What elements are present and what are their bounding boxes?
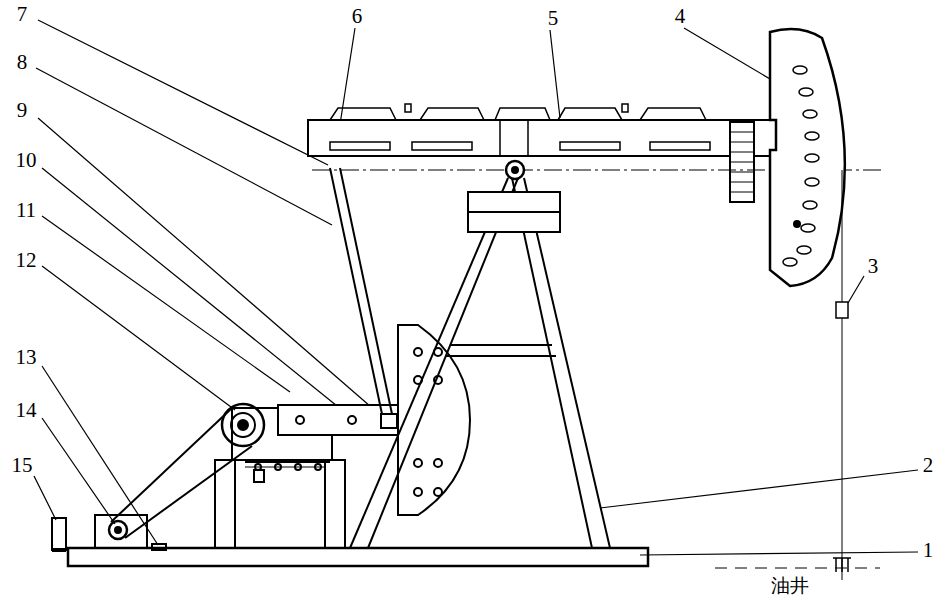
well-label: 油井 (771, 576, 809, 595)
callout-number: 5 (548, 8, 559, 29)
callout-number: 3 (868, 256, 879, 277)
callout-number: 9 (17, 100, 28, 121)
callout-number: 12 (16, 250, 37, 271)
callout-number: 1 (923, 540, 934, 561)
callout-number: 8 (17, 52, 28, 73)
callout-number: 6 (352, 6, 363, 27)
callout-number: 10 (16, 150, 37, 171)
callout-number: 13 (16, 347, 37, 368)
callout-number: 11 (16, 200, 36, 221)
leader-lines (34, 20, 918, 555)
callout-number: 4 (675, 6, 686, 27)
callout-number: 15 (12, 455, 33, 476)
callout-number: 2 (923, 455, 934, 476)
callout-number: 14 (16, 400, 37, 421)
callout-number: 7 (17, 4, 28, 25)
